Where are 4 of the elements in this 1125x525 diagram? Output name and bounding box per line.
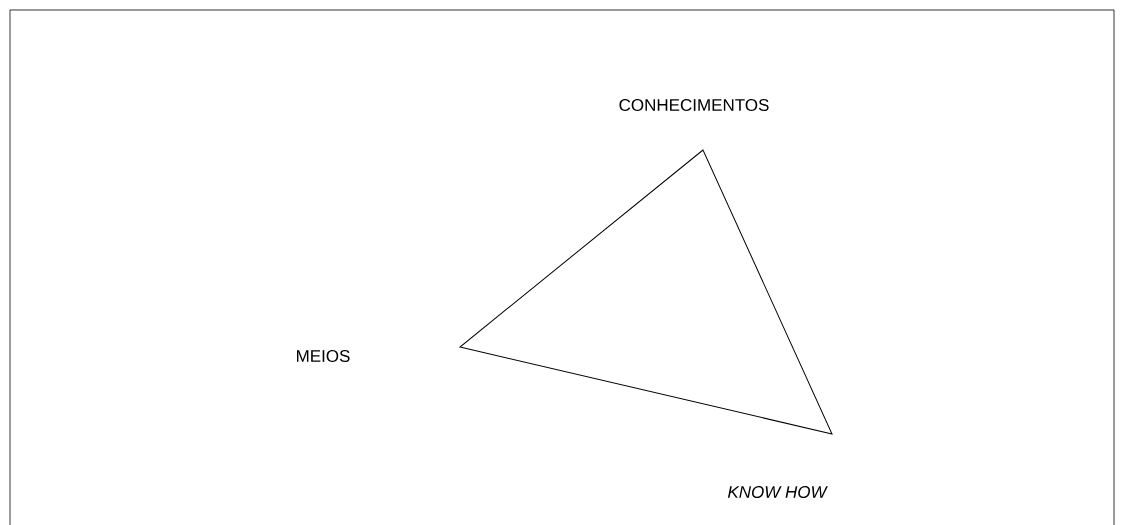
corner-label: CONHECIMENTOS — [619, 99, 769, 111]
corner-label: MEIOS — [297, 350, 350, 362]
corner-label: KNOW HOW — [727, 486, 828, 498]
triangle — [459, 149, 833, 435]
